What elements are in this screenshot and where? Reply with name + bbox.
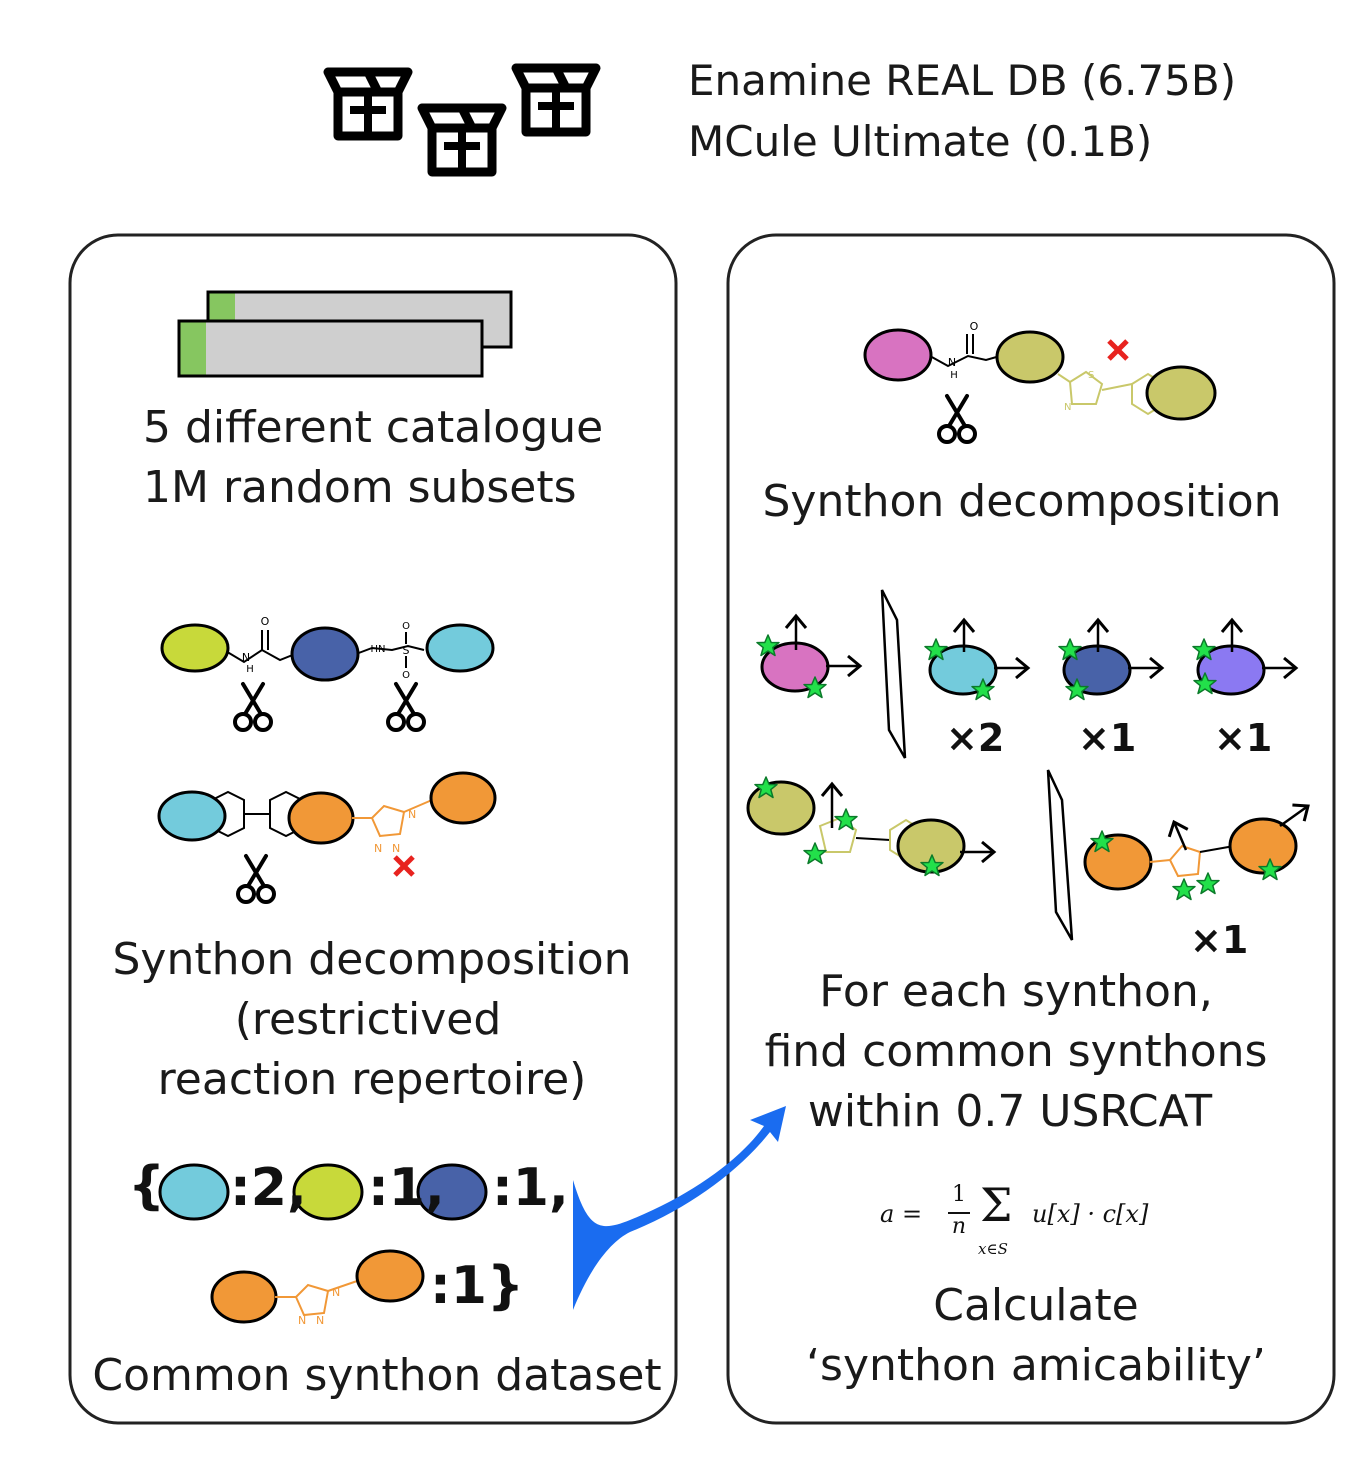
open-box-icon-2 bbox=[422, 108, 502, 172]
svg-text:O: O bbox=[402, 670, 410, 681]
count-orange-pair: :1} bbox=[430, 1256, 524, 1316]
scissors-icon-3 bbox=[236, 854, 276, 904]
catalogue-subset-icon bbox=[177, 290, 513, 378]
svg-text:N: N bbox=[948, 356, 956, 369]
dataset-label: Common synthon dataset bbox=[92, 1350, 662, 1401]
set-open-brace: { bbox=[128, 1156, 166, 1216]
calc-label-1: Calculate bbox=[933, 1280, 1139, 1331]
svg-text:N: N bbox=[316, 1314, 324, 1327]
multiplicity-4: ×1 bbox=[1190, 918, 1249, 962]
formula-numerator: 1 bbox=[952, 1182, 966, 1207]
set-synthon-orange-1 bbox=[210, 1270, 278, 1324]
amicability-formula: a = 1 n Σ x∈S u[x] · c[x] bbox=[880, 1178, 1180, 1268]
synthon-olive-2 bbox=[1145, 365, 1217, 421]
synthon-lime bbox=[160, 623, 230, 673]
svg-text:H: H bbox=[246, 664, 254, 675]
multiplicity-2: ×1 bbox=[1078, 716, 1137, 760]
subsets-label-1: 5 different catalogue bbox=[143, 402, 604, 453]
cut-blocked-icon-2 bbox=[1109, 341, 1127, 359]
synthon-orange-1 bbox=[287, 791, 355, 845]
formula-sum-subscript: x∈S bbox=[978, 1240, 1008, 1258]
count-lime: :1, bbox=[368, 1158, 445, 1218]
svg-text:N: N bbox=[332, 1286, 340, 1299]
set-synthon-lime bbox=[292, 1163, 364, 1221]
molecule-amide-thiazole: O N H S N bbox=[863, 320, 1217, 421]
count-cyan: :2, bbox=[230, 1158, 307, 1218]
molecule-biaryl-triazole: N N N bbox=[157, 771, 497, 855]
svg-text:N: N bbox=[298, 1314, 306, 1327]
multiplicity-3: ×1 bbox=[1214, 716, 1273, 760]
formula-sum-sign: Σ bbox=[980, 1178, 1013, 1232]
aligned-synthons-row-2 bbox=[746, 769, 1316, 941]
svg-text:O: O bbox=[970, 320, 979, 333]
svg-text:O: O bbox=[402, 621, 410, 632]
synthon-set: N N N bbox=[158, 1163, 488, 1327]
decomp-label-2: (restrictived bbox=[234, 994, 502, 1045]
count-navy: :1, bbox=[492, 1158, 569, 1218]
find-label-2: find common synthons bbox=[764, 1026, 1268, 1077]
database-line-2: MCule Ultimate (0.1B) bbox=[688, 117, 1153, 166]
formula-denominator: n bbox=[951, 1214, 967, 1239]
subsets-label-2: 1M random subsets bbox=[143, 462, 577, 513]
right-decomp-label: Synthon decomposition bbox=[762, 476, 1282, 527]
molecule-amide-sulfonamide: O N H HN O S O bbox=[160, 615, 495, 682]
svg-text:S: S bbox=[1088, 370, 1094, 381]
synthon-navy bbox=[290, 626, 360, 682]
svg-text:H: H bbox=[950, 370, 958, 381]
left-panel bbox=[68, 233, 678, 1425]
set-synthon-navy bbox=[416, 1163, 488, 1221]
svg-text:N: N bbox=[392, 842, 400, 855]
find-label-3: within 0.7 USRCAT bbox=[807, 1086, 1213, 1137]
decomp-label-3: reaction repertoire) bbox=[157, 1054, 587, 1105]
scissors-icon-1 bbox=[233, 682, 273, 732]
svg-text:N: N bbox=[242, 651, 250, 664]
aligned-synthons-row-1 bbox=[756, 589, 1298, 759]
scissors-icon-4 bbox=[937, 394, 977, 444]
set-synthon-orange-2 bbox=[355, 1249, 425, 1303]
database-line-1: Enamine REAL DB (6.75B) bbox=[688, 56, 1237, 105]
find-label-1: For each synthon, bbox=[819, 966, 1213, 1017]
open-box-icon-1 bbox=[328, 72, 408, 136]
formula-fraction-bar bbox=[948, 1212, 970, 1214]
formula-body: u[x] · c[x] bbox=[1032, 1200, 1149, 1228]
multiplicity-1: ×2 bbox=[946, 716, 1005, 760]
calc-label-2: ‘synthon amicability’ bbox=[806, 1340, 1266, 1391]
svg-text:S: S bbox=[403, 644, 410, 657]
decomp-label-1: Synthon decomposition bbox=[112, 934, 632, 985]
synthon-olive-1 bbox=[995, 330, 1065, 384]
open-box-icon-3 bbox=[516, 68, 596, 132]
svg-text:O: O bbox=[261, 615, 270, 628]
synthon-magenta bbox=[863, 328, 933, 382]
scissors-icon-2 bbox=[386, 682, 426, 732]
set-synthon-cyan bbox=[158, 1163, 230, 1221]
transfer-arrow bbox=[573, 1106, 786, 1310]
svg-text:N: N bbox=[1064, 402, 1071, 413]
right-panel bbox=[726, 233, 1336, 1425]
svg-text:N: N bbox=[374, 842, 382, 855]
svg-text:N: N bbox=[408, 808, 416, 821]
synthon-cyan bbox=[425, 623, 495, 673]
synthon-orange-2 bbox=[429, 771, 497, 825]
cut-blocked-icon-1 bbox=[395, 857, 413, 875]
formula-lhs: a = bbox=[880, 1200, 923, 1228]
synthon-cyan-2 bbox=[157, 790, 227, 842]
svg-text:HN: HN bbox=[371, 644, 386, 655]
